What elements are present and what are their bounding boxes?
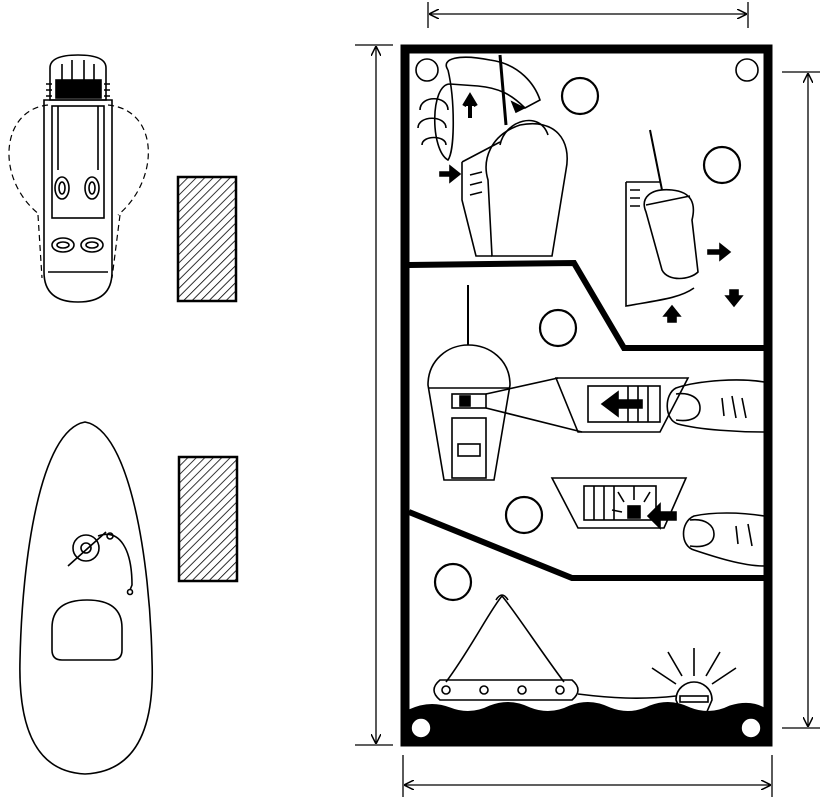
panel-press-test (552, 478, 764, 566)
beacon-hole-left-inner (57, 242, 69, 248)
panel-switch-on (428, 285, 764, 480)
test-ribs (594, 486, 614, 520)
step-circle-1 (562, 78, 598, 114)
arrow-up-2 (664, 306, 680, 322)
step-circle-4 (506, 497, 542, 533)
finger-switch (667, 380, 764, 432)
liferaft-top-view (20, 422, 152, 774)
beacon-top-view (9, 55, 148, 302)
divider-2 (409, 512, 764, 578)
beacon-label-box (452, 418, 486, 478)
raft-tube-dot-4 (556, 686, 564, 694)
finger-creases-switch (722, 396, 746, 418)
bracket-right (626, 182, 694, 306)
divider-1 (409, 263, 764, 348)
label-placeholder-1 (178, 177, 236, 301)
beacon-hole-left (52, 238, 74, 252)
lanyard (98, 534, 132, 590)
arrow-up-1 (464, 96, 476, 118)
raft-canopy (446, 596, 564, 682)
beacon-flash-rays (652, 648, 736, 684)
beacon-eyelet-left-inner (59, 182, 65, 194)
finger-lines (418, 99, 448, 145)
step-circle-5 (435, 564, 471, 600)
bracket-left (462, 142, 500, 256)
beacon-mount-center (81, 543, 91, 553)
arrow-down-2 (726, 290, 742, 306)
beacon-hole-right-inner (86, 242, 98, 248)
antenna-2 (650, 130, 662, 190)
beacon-eyelet-right-inner (89, 182, 95, 194)
beacon-cap-ribs (62, 60, 94, 80)
test-button (628, 506, 640, 518)
panel-deploy (434, 595, 736, 714)
liferaft-hull (20, 422, 152, 774)
fingernail-switch (676, 394, 700, 421)
step-circle-3 (540, 310, 576, 346)
swing-arc-dashed (9, 105, 148, 278)
arrow-press (648, 504, 676, 528)
lanyard-end (128, 590, 133, 595)
beacon-cap-band (56, 80, 101, 98)
water-surface (409, 702, 764, 738)
arrow-right-1 (440, 166, 460, 182)
mount-hole-bl (411, 718, 431, 738)
tether-line (578, 694, 676, 698)
finger-test (684, 513, 765, 566)
beacon-tilt-top (646, 196, 690, 205)
beacon-switch-knob (460, 396, 470, 406)
beacon-eyelet-right (85, 177, 99, 199)
arrow-right-2 (708, 244, 730, 260)
dimension-left (355, 45, 393, 745)
dimension-right (782, 72, 820, 728)
instruction-placard (405, 49, 768, 742)
mount-hole-tl (416, 59, 438, 81)
raft-tube-dot-3 (518, 686, 526, 694)
beacon-eyelet-left (55, 177, 69, 199)
beacon-window (52, 106, 104, 218)
dimension-bottom (403, 755, 772, 797)
raft-tube-dot-1 (442, 686, 450, 694)
raft-canopy-tip (496, 595, 508, 600)
finger-creases-test (736, 524, 752, 546)
arrow-tilt-1 (512, 102, 524, 112)
dimension-top (428, 2, 748, 28)
beacon-label-small (458, 444, 480, 456)
fingernail-test (690, 520, 714, 547)
mount-hole-tr (736, 59, 758, 81)
panel-remove-beacon (418, 55, 742, 322)
beacon-hole-right (81, 238, 103, 252)
step-circle-2 (704, 147, 740, 183)
mount-hole-br (741, 718, 761, 738)
raft-tube-dot-2 (480, 686, 488, 694)
arrow-left-switch (602, 392, 642, 416)
antenna-1 (500, 55, 506, 125)
floating-beacon-band (680, 696, 708, 702)
label-placeholder-2 (179, 457, 237, 581)
liferaft-canopy-opening (52, 600, 122, 660)
beacon-dome (428, 345, 510, 480)
